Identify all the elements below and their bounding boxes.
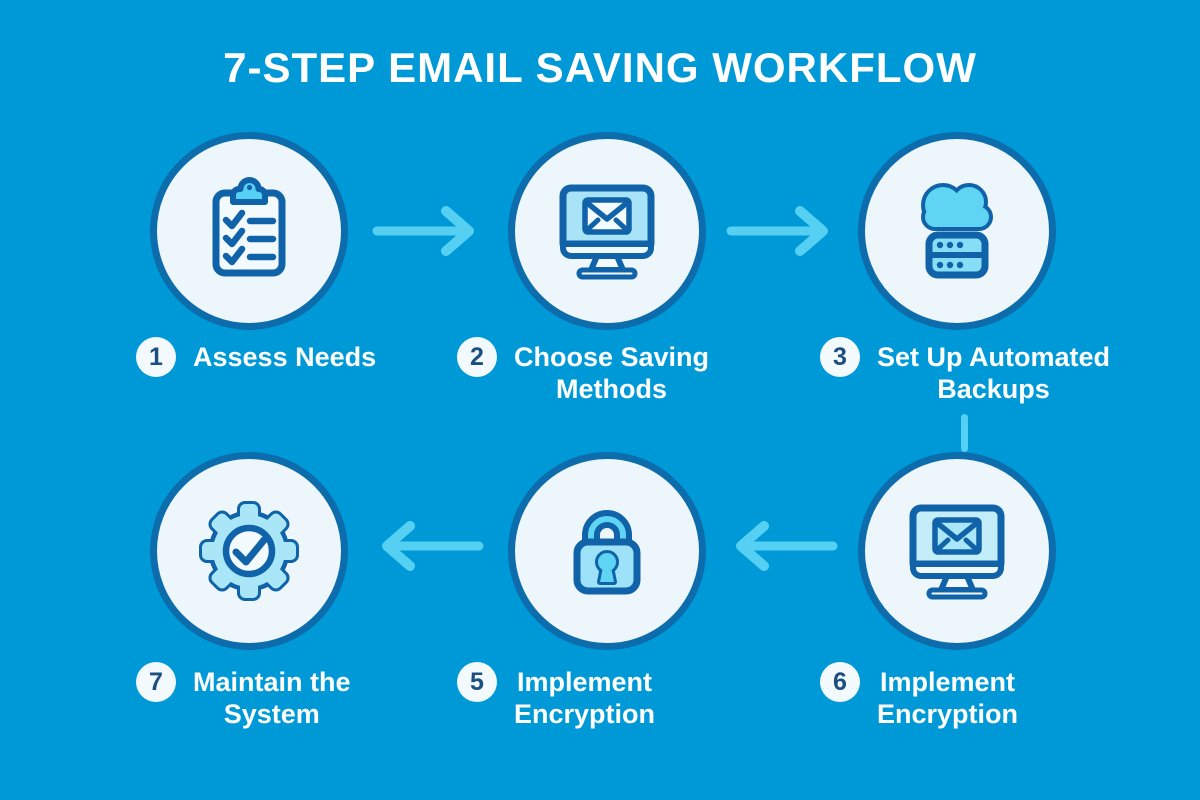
step-5-label: 5 Implement Encryption [457, 662, 655, 730]
cloud-server-backup-icon [921, 183, 993, 279]
padlock-icon [573, 510, 641, 595]
step-2-text: Choose Saving Methods [514, 342, 710, 404]
step-2-badge: 2 [457, 337, 497, 377]
step-5-text: Implement Encryption [514, 667, 656, 729]
arrow-right-icon [372, 206, 474, 256]
step-3-circle [858, 132, 1056, 330]
step-3-badge: 3 [820, 337, 860, 377]
step-6-badge: 6 [820, 662, 860, 702]
step-5-badge: 5 [457, 662, 497, 702]
monitor-email-icon [909, 504, 1005, 600]
gear-checkmark-icon [199, 501, 299, 601]
connector-line [961, 414, 968, 452]
step-6-text: Implement Encryption [877, 667, 1019, 729]
step-2-circle [508, 132, 706, 330]
clipboard-checklist-icon [212, 177, 286, 277]
arrow-left-icon [382, 521, 484, 571]
step-5-circle [508, 452, 706, 650]
step-7-label: 7 Maintain the System [136, 662, 351, 730]
step-7-circle [150, 452, 348, 650]
step-6-label: 6 Implement Encryption [820, 662, 1018, 730]
step-1-circle [150, 132, 348, 330]
arrow-left-icon [736, 521, 838, 571]
infographic-title: 7-STEP EMAIL SAVING WORKFLOW [223, 44, 977, 91]
arrow-right-icon [726, 206, 828, 256]
step-7-text: Maintain the System [193, 667, 351, 729]
monitor-email-icon [559, 184, 655, 280]
step-3-label: 3 Set Up Automated Backups [820, 337, 1110, 405]
step-3-text: Set Up Automated Backups [877, 342, 1111, 404]
step-7-badge: 7 [136, 662, 176, 702]
step-1-text: Assess Needs [193, 342, 377, 372]
step-6-circle [858, 452, 1056, 650]
step-2-label: 2 Choose Saving Methods [457, 337, 709, 405]
step-1-badge: 1 [136, 337, 176, 377]
step-1-label: 1 Assess Needs [136, 337, 376, 377]
